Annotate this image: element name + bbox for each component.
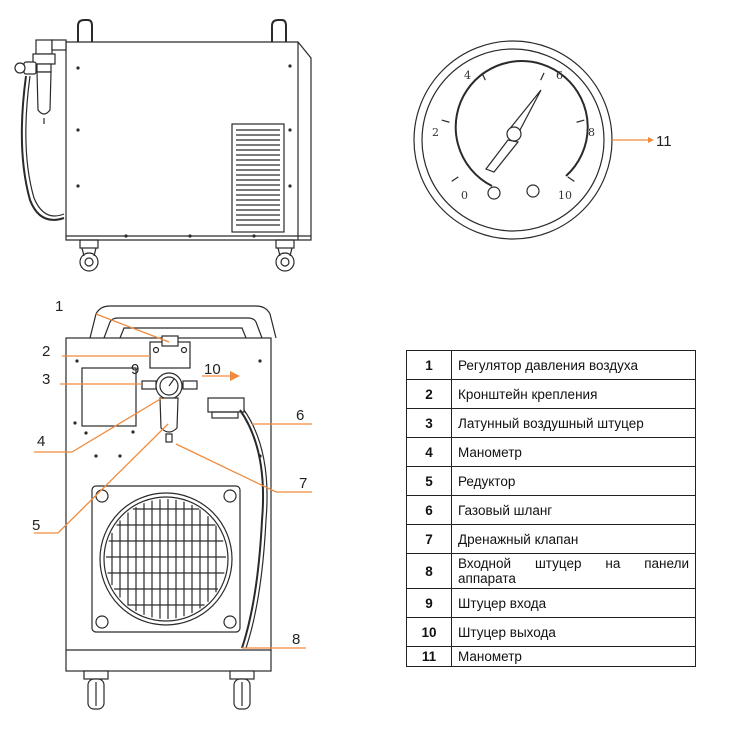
callout-10: 10	[204, 361, 221, 378]
panel-inlet-fitting	[207, 397, 245, 413]
gauge-ticks	[441, 72, 585, 182]
legend-number: 3	[406, 408, 452, 438]
side-vent	[231, 123, 285, 233]
legend-number: 10	[406, 617, 452, 647]
pressure-gauge: 0 2 4 6 8 10	[413, 40, 613, 240]
side-gas-hose	[20, 75, 65, 221]
legend-text: Манометр	[451, 646, 696, 667]
callout-lines	[34, 137, 654, 649]
side-wheel-left	[79, 239, 99, 272]
side-wheel-right	[275, 239, 295, 272]
front-view	[65, 305, 277, 710]
callout-3: 3	[42, 371, 50, 388]
side-air-regulator	[14, 39, 67, 124]
inlet-fitting-plate	[81, 367, 137, 427]
side-screws	[76, 64, 292, 238]
gauge-tick-label: 0	[461, 189, 468, 202]
legend-number: 4	[406, 437, 452, 467]
callout-5: 5	[32, 517, 40, 534]
callout-6: 6	[296, 407, 304, 424]
legend-number: 5	[406, 466, 452, 496]
callout-2: 2	[42, 343, 50, 360]
gauge-tick	[567, 176, 575, 182]
legend-text: Кронштейн крепления	[451, 379, 696, 409]
gauge-tick-label: 6	[556, 69, 563, 82]
gauge-tick	[576, 119, 585, 123]
callout-8: 8	[292, 631, 300, 648]
callout-1: 1	[55, 298, 63, 315]
gauge-tick	[441, 119, 450, 123]
legend-number: 6	[406, 495, 452, 525]
gauge-tick-label: 8	[588, 126, 595, 139]
legend-text: Редуктор	[451, 466, 696, 496]
legend-number: 8	[406, 553, 452, 589]
callout-9: 9	[131, 361, 139, 378]
callout-7: 7	[299, 475, 307, 492]
gauge-tick	[540, 72, 545, 81]
side-view	[14, 19, 312, 272]
legend-number: 1	[406, 350, 452, 380]
front-reducer-bowl	[159, 397, 179, 433]
front-wheel-left	[83, 670, 109, 710]
callout-labels: 1 2 3 4 5 6 7 8 9 10 11	[32, 133, 672, 648]
front-wheel-right	[229, 670, 255, 710]
side-handle-left	[77, 19, 93, 44]
gauge-scale-arc	[454, 60, 589, 187]
gauge-tick-label: 10	[558, 189, 572, 202]
legend-number: 9	[406, 588, 452, 618]
legend-text: Манометр	[451, 437, 696, 467]
legend-text: Штуцер входа	[451, 588, 696, 618]
legend-number: 7	[406, 524, 452, 554]
gauge-tick	[481, 72, 486, 81]
legend-number: 2	[406, 379, 452, 409]
legend-text: Дренажный клапан	[451, 524, 696, 554]
fan-guard	[91, 485, 241, 633]
gauge-tick	[451, 176, 459, 182]
legend-text: Входной штуцер на панели аппарата	[451, 553, 696, 589]
front-gas-hose	[239, 409, 265, 649]
legend-text: Штуцер выхода	[451, 617, 696, 647]
legend-text: Латунный воздушный штуцер	[451, 408, 696, 438]
callout-4: 4	[37, 433, 45, 450]
gauge-needle	[506, 89, 542, 132]
side-handle-right	[271, 19, 287, 44]
callout-11: 11	[656, 133, 672, 150]
legend-text: Газовый шланг	[451, 495, 696, 525]
gauge-tick-label: 4	[464, 69, 471, 82]
gauge-tick-label: 2	[432, 126, 439, 139]
legend-number: 11	[406, 646, 452, 667]
drain-valve	[165, 433, 173, 443]
legend-text: Регулятор давления воздуха	[451, 350, 696, 380]
gauge-hub	[506, 126, 522, 142]
